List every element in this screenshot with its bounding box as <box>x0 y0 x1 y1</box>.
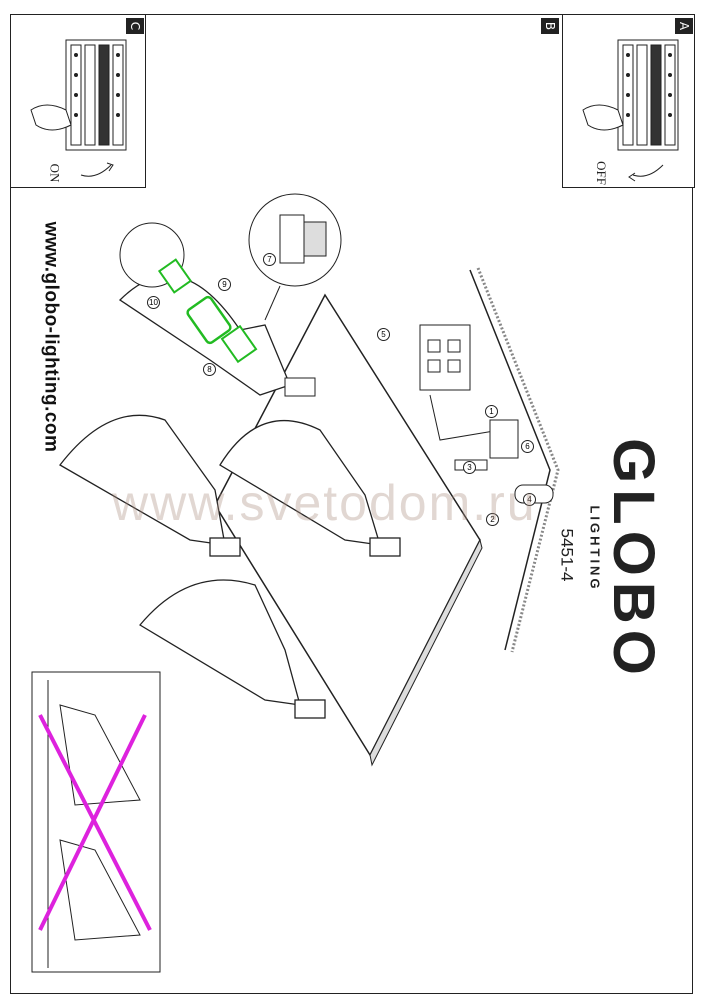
watermark: www.svetodom.ru <box>112 475 537 531</box>
step-number: 6 <box>521 440 534 453</box>
lamp-shade <box>139 579 326 719</box>
socket-ring <box>186 295 232 345</box>
instruction-sheet <box>10 14 693 994</box>
brand-subtitle: LIGHTING <box>587 505 603 592</box>
terminal-block-illustration <box>582 39 679 182</box>
terminal-block-illustration <box>30 39 127 177</box>
step-number: 9 <box>218 278 231 291</box>
step-number: 4 <box>523 493 536 506</box>
step-number: 2 <box>486 513 499 526</box>
brand-logo: GLOBO <box>600 438 666 681</box>
step-number: 7 <box>263 253 276 266</box>
cross-mark <box>38 714 152 931</box>
step-number: 3 <box>463 461 476 474</box>
step-number: 5 <box>377 328 390 341</box>
step-number: 8 <box>203 363 216 376</box>
step-number: 10 <box>147 296 160 309</box>
panel-switch-on: C ON <box>10 14 146 188</box>
lamp-shade <box>219 419 401 557</box>
lamp-shade <box>59 414 241 557</box>
step-number: 1 <box>485 405 498 418</box>
panel-switch-off: B A OFF <box>541 14 695 188</box>
model-number: 5451-4 <box>557 528 577 582</box>
